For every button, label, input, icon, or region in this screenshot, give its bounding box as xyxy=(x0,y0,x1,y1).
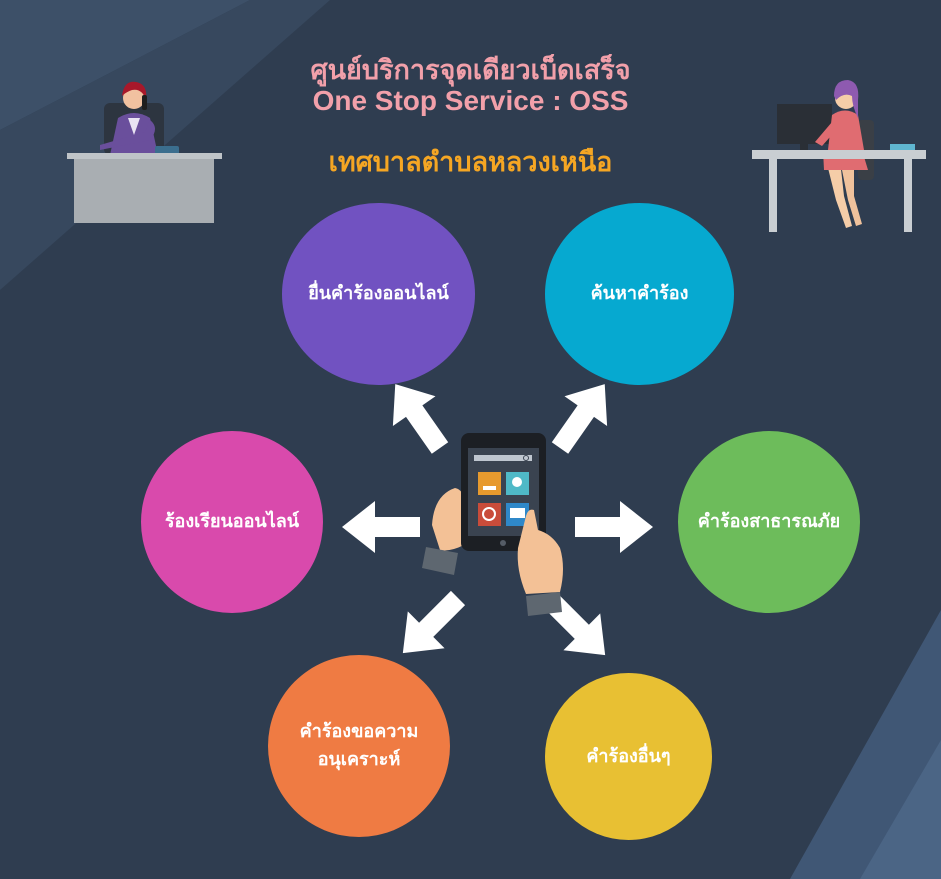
organization-name: เทศบาลตำบลหลวงเหนือ xyxy=(328,147,613,178)
service-label: ค้นหาคำร้อง xyxy=(590,283,689,304)
service-assistance-request[interactable]: คำร้องขอความ อนุเคราะห์ xyxy=(268,655,450,837)
bg-shape-bottom-right-2 xyxy=(860,740,941,879)
service-other-requests[interactable]: คำร้องอื่นๆ xyxy=(545,673,712,840)
service-search-request[interactable]: ค้นหาคำร้อง xyxy=(545,203,734,385)
service-label: คำร้องขอความ อนุเคราะห์ xyxy=(299,721,419,770)
service-disaster-request[interactable]: คำร้องสาธารณภัย xyxy=(678,431,860,613)
service-submit-online[interactable]: ยื่นคำร้องออนไลน์ xyxy=(282,203,475,385)
page-title: ศูนย์บริการจุดเดียวเบ็ดเสร็จ xyxy=(310,55,631,86)
page-subtitle: One Stop Service : OSS xyxy=(312,85,629,116)
service-label: ยื่นคำร้องออนไลน์ xyxy=(308,283,449,304)
service-label: ร้องเรียนออนไลน์ xyxy=(164,511,300,532)
service-label: คำร้องอื่นๆ xyxy=(586,745,671,767)
service-label: คำร้องสาธารณภัย xyxy=(697,511,841,532)
service-complaint-online[interactable]: ร้องเรียนออนไลน์ xyxy=(141,431,323,613)
